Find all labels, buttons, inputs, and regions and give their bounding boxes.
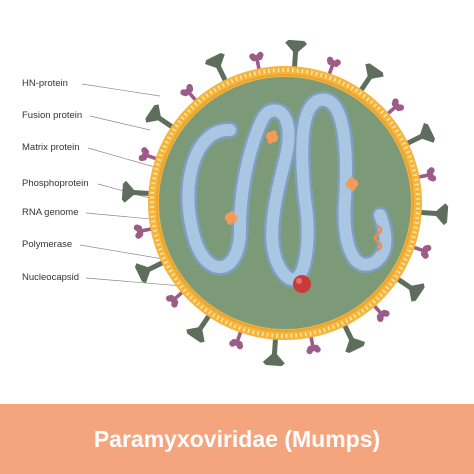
mushroom-spike-icon	[121, 180, 153, 203]
leader-line-matrix	[87, 147, 159, 169]
diagram-title: Paramyxoviridae (Mumps)	[93, 425, 381, 452]
leader-line-hn	[81, 83, 161, 97]
title-banner-bg	[0, 404, 474, 474]
rna-strand-end	[373, 224, 383, 252]
mushroom-spike-icon	[285, 39, 308, 71]
label-matrix-protein: Matrix protein	[22, 142, 80, 153]
label-rna-genome: RNA genome	[22, 207, 79, 218]
phosphoprotein	[265, 130, 279, 144]
polymerase	[293, 275, 311, 293]
polymerase-highlight	[296, 278, 302, 284]
phosphoproteins	[224, 130, 359, 225]
label-fusion-protein: Fusion protein	[22, 110, 83, 121]
phosphoprotein	[224, 211, 238, 225]
phosphoprotein	[345, 177, 359, 191]
club-spike-icon	[133, 224, 155, 239]
title-banner: Paramyxoviridae (Mumps)	[0, 404, 474, 474]
mushroom-spike-icon	[134, 259, 167, 284]
mushroom-spike-icon	[341, 321, 366, 354]
mushroom-spike-icon	[262, 335, 285, 367]
leader-line-fusion	[89, 115, 151, 131]
club-spike-icon	[306, 333, 321, 355]
label-polymerase: Polymerase	[22, 239, 73, 250]
label-phosphoprotein: Phosphoprotein	[22, 178, 89, 189]
mushroom-spike-icon	[417, 203, 449, 226]
label-nucleocapsid: Nucleocapsid	[22, 272, 80, 283]
envelope-lipid-dots	[150, 68, 420, 338]
label-hn-protein: HN-protein	[22, 78, 68, 89]
mushroom-spike-icon	[403, 122, 436, 147]
mushroom-spike-icon	[204, 52, 229, 85]
club-spike-icon	[326, 56, 341, 78]
rna-genome	[182, 93, 392, 286]
matrix-protein-layer	[156, 74, 414, 332]
